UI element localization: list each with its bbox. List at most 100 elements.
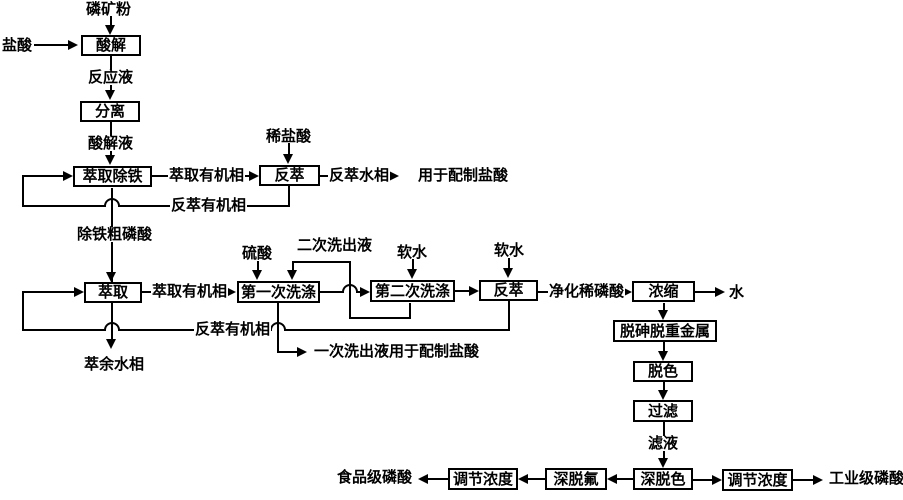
label-dilute-hydrochloric-acid: 稀盐酸 [266, 127, 312, 145]
label-water: 水 [729, 283, 745, 301]
label-extracted-organic-phase-1: 萃取有机相 [168, 166, 246, 184]
connector-line [22, 291, 24, 331]
label-stripped-organic-phase-2: 反萃有机相 [194, 320, 272, 338]
label-stripped-organic-phase-1: 反萃有机相 [170, 196, 248, 214]
connector-line [22, 291, 76, 293]
crossover-hop [104, 322, 120, 330]
arrowhead-icon [389, 171, 399, 181]
node-concentration: 浓缩 [632, 281, 695, 302]
node-arsenic-heavy-metal-removal: 脱砷脱重金属 [613, 320, 717, 342]
label-phosphate-rock-powder: 磷矿粉 [86, 0, 132, 18]
label-hydrochloric-acid: 盐酸 [2, 36, 33, 54]
crossover-hop [104, 198, 120, 206]
arrowhead-icon [106, 272, 116, 282]
arrowhead-icon [622, 287, 632, 297]
connector-line [409, 303, 411, 319]
node-first-washing: 第一次洗涤 [237, 281, 320, 303]
arrowhead-icon [297, 347, 307, 357]
node-acid-decomposition: 酸解 [81, 35, 141, 56]
connector-line [288, 186, 290, 207]
connector-line [508, 258, 510, 270]
connector-line [292, 262, 294, 272]
connector-line [349, 317, 411, 319]
connector-line [426, 478, 448, 480]
label-stripped-aqueous-phase: 反萃水相 [328, 166, 391, 184]
arrowhead-icon [407, 269, 417, 279]
arrowhead-icon [252, 270, 262, 280]
connector-line [320, 291, 344, 293]
node-deep-decolorization: 深脱色 [633, 468, 693, 490]
node-adjust-concentration-industrial: 调节浓度 [722, 469, 793, 491]
label-reaction-liquid: 反应液 [87, 68, 135, 86]
arrowhead-icon [63, 171, 73, 181]
label-food-grade-acid: 食品级磷酸 [337, 468, 413, 486]
node-deep-defluorination: 深脱氟 [545, 468, 607, 490]
arrowhead-icon [715, 287, 725, 297]
arrowhead-icon [283, 154, 293, 164]
connector-line [663, 382, 665, 392]
node-back-extraction-1: 反萃 [259, 165, 320, 186]
arrowhead-icon [287, 270, 297, 280]
label-purified-dilute-acid: 净化稀磷酸 [548, 282, 626, 300]
connector-line [284, 329, 510, 331]
label-industrial-grade-acid: 工业级磷酸 [829, 469, 903, 487]
label-soft-water-2: 软水 [494, 241, 525, 259]
connector-line [288, 143, 290, 156]
arrowhead-icon [105, 155, 115, 165]
label-extracted-organic-phase-2: 萃取有机相 [151, 282, 229, 300]
connector-line [695, 291, 717, 293]
connector-line [34, 44, 70, 46]
connector-line [110, 16, 112, 28]
arrowhead-icon [418, 474, 428, 484]
arrowhead-icon [105, 90, 115, 100]
arrowhead-icon [658, 458, 668, 468]
arrowhead-icon [226, 287, 236, 297]
arrowhead-icon [813, 475, 823, 485]
connector-line [793, 479, 815, 481]
crossover-hop [270, 322, 286, 330]
arrowhead-icon [503, 268, 513, 278]
connector-line [455, 290, 471, 292]
arrowhead-icon [469, 286, 479, 296]
connector-line [615, 478, 633, 480]
connector-line [412, 259, 414, 271]
arrowhead-icon [106, 339, 116, 349]
label-sulfuric-acid: 硫酸 [242, 244, 273, 262]
arrowhead-icon [658, 390, 668, 400]
crossover-hop [342, 284, 358, 292]
arrowhead-icon [249, 171, 259, 181]
node-adjust-concentration-food: 调节浓度 [448, 468, 518, 490]
label-raffinate-aqueous-phase: 萃余水相 [84, 355, 145, 373]
label-first-wash-liquid-note: 一次洗出液用于配制盐酸 [314, 342, 480, 360]
arrowhead-icon [68, 40, 78, 50]
arrowhead-icon [518, 474, 528, 484]
connector-line [22, 175, 65, 177]
arrowhead-icon [712, 475, 722, 485]
connector-line [693, 479, 714, 481]
connector-line [22, 329, 106, 331]
connector-line [663, 303, 665, 312]
connector-line [292, 261, 351, 263]
label-second-wash-liquid: 二次洗出液 [296, 236, 374, 254]
connector-line [663, 342, 665, 353]
node-extraction-iron-removal: 萃取除铁 [73, 166, 152, 187]
connector-line [508, 301, 510, 331]
node-filtration: 过滤 [633, 400, 693, 422]
label-iron-removed-crude-acid: 除铁粗磷酸 [76, 225, 154, 243]
arrowhead-icon [105, 25, 115, 35]
arrowhead-icon [360, 287, 370, 297]
node-separation: 分离 [80, 101, 140, 122]
connector-line [526, 478, 545, 480]
arrowhead-icon [74, 287, 84, 297]
arrowhead-icon [607, 474, 617, 484]
node-second-washing: 第二次洗涤 [370, 280, 455, 302]
node-extraction: 萃取 [84, 282, 142, 303]
node-back-extraction-2: 反萃 [479, 280, 538, 301]
arrowhead-icon [658, 310, 668, 320]
node-decolorization: 脱色 [633, 361, 693, 382]
arrowhead-icon [658, 351, 668, 361]
connector-line [22, 205, 106, 207]
connector-line [22, 175, 24, 207]
label-used-for-hcl-preparation: 用于配制盐酸 [418, 166, 509, 184]
